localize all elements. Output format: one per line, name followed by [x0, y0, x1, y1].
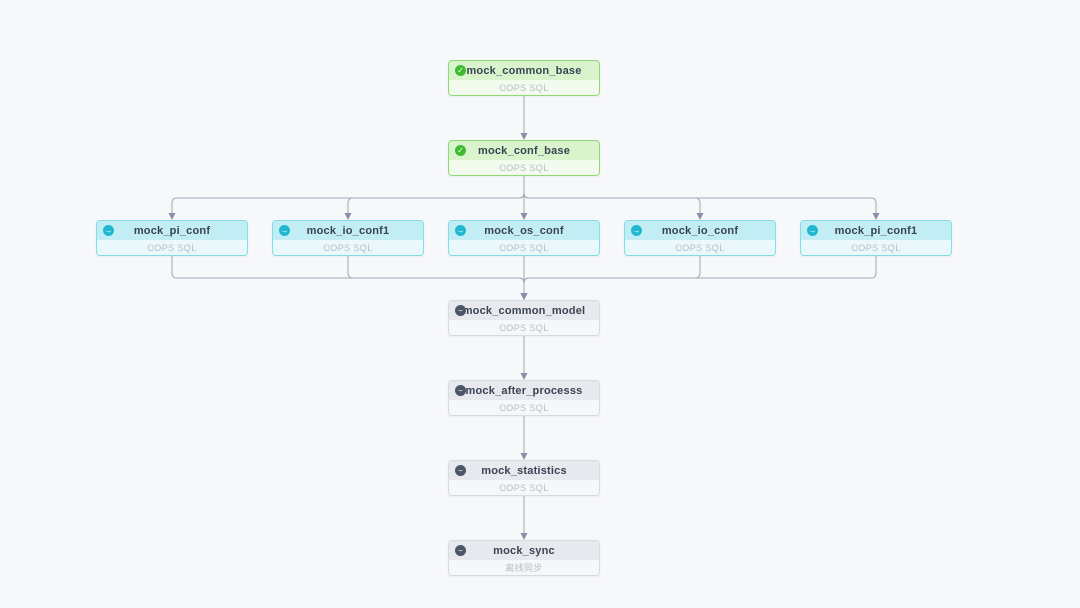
node-header: − mock_after_processs — [449, 381, 599, 400]
node-header: → mock_pi_conf1 — [801, 221, 951, 240]
dag-node-mock_sync[interactable]: − mock_sync 离线同步 — [448, 540, 600, 576]
node-header: → mock_pi_conf — [97, 221, 247, 240]
node-subtitle: ODPS SQL — [449, 400, 599, 415]
pending-minus-icon: − — [455, 305, 466, 316]
edge-arrowhead — [520, 133, 528, 140]
node-title: mock_after_processs — [465, 384, 583, 397]
edge-mock_io_conf-to-mock_common_model — [523, 256, 701, 293]
node-header: → mock_os_conf — [449, 221, 599, 240]
edge-mock_pi_conf1-to-mock_common_model — [523, 256, 877, 293]
node-title: mock_common_model — [462, 304, 586, 317]
node-header: → mock_io_conf1 — [273, 221, 423, 240]
node-header: ✓ mock_common_base — [449, 61, 599, 80]
running-arrow-icon: → — [279, 225, 290, 236]
edge-arrowhead — [520, 293, 528, 300]
running-arrow-icon: → — [631, 225, 642, 236]
node-header: − mock_sync — [449, 541, 599, 560]
dag-node-mock_statistics[interactable]: − mock_statistics ODPS SQL — [448, 460, 600, 496]
node-title: mock_statistics — [481, 464, 567, 477]
node-subtitle: ODPS SQL — [449, 480, 599, 495]
node-title: mock_pi_conf1 — [834, 224, 918, 237]
dag-node-mock_common_model[interactable]: − mock_common_model ODPS SQL — [448, 300, 600, 336]
node-subtitle: 离线同步 — [449, 560, 599, 575]
edge-arrowhead — [872, 213, 880, 220]
dag-node-mock_after_processs[interactable]: − mock_after_processs ODPS SQL — [448, 380, 600, 416]
node-subtitle: ODPS SQL — [97, 240, 247, 255]
success-check-icon: ✓ — [455, 145, 466, 156]
running-arrow-icon: → — [807, 225, 818, 236]
dag-node-mock_common_base[interactable]: ✓ mock_common_base ODPS SQL — [448, 60, 600, 96]
node-header: − mock_statistics — [449, 461, 599, 480]
node-header: ✓ mock_conf_base — [449, 141, 599, 160]
edge-mock_conf_base-to-mock_io_conf — [523, 176, 701, 213]
node-subtitle: ODPS SQL — [449, 240, 599, 255]
node-title: mock_io_conf1 — [306, 224, 390, 237]
edge-mock_conf_base-to-mock_io_conf1 — [347, 176, 525, 213]
node-subtitle: ODPS SQL — [273, 240, 423, 255]
dag-node-mock_os_conf[interactable]: → mock_os_conf ODPS SQL — [448, 220, 600, 256]
success-check-icon: ✓ — [455, 65, 466, 76]
dag-node-mock_pi_conf1[interactable]: → mock_pi_conf1 ODPS SQL — [800, 220, 952, 256]
node-title: mock_pi_conf — [133, 224, 211, 237]
pending-minus-icon: − — [455, 465, 466, 476]
node-header: → mock_io_conf — [625, 221, 775, 240]
dag-node-mock_pi_conf[interactable]: → mock_pi_conf ODPS SQL — [96, 220, 248, 256]
node-title: mock_conf_base — [477, 144, 571, 157]
dag-node-mock_io_conf1[interactable]: → mock_io_conf1 ODPS SQL — [272, 220, 424, 256]
edge-arrowhead — [520, 453, 528, 460]
edge-arrowhead — [168, 213, 176, 220]
edge-mock_conf_base-to-mock_pi_conf1 — [523, 176, 877, 213]
node-title: mock_os_conf — [484, 224, 564, 237]
node-title: mock_io_conf — [661, 224, 739, 237]
node-subtitle: ODPS SQL — [449, 320, 599, 335]
node-subtitle: ODPS SQL — [801, 240, 951, 255]
edge-arrowhead — [520, 533, 528, 540]
running-arrow-icon: → — [103, 225, 114, 236]
running-arrow-icon: → — [455, 225, 466, 236]
pending-minus-icon: − — [455, 385, 466, 396]
edge-arrowhead — [344, 213, 352, 220]
edge-mock_io_conf1-to-mock_common_model — [347, 256, 525, 293]
edge-arrowhead — [696, 213, 704, 220]
edge-arrowhead — [520, 213, 528, 220]
node-subtitle: ODPS SQL — [449, 80, 599, 95]
node-header: − mock_common_model — [449, 301, 599, 320]
node-title: mock_sync — [493, 544, 555, 557]
node-subtitle: ODPS SQL — [625, 240, 775, 255]
dag-node-mock_io_conf[interactable]: → mock_io_conf ODPS SQL — [624, 220, 776, 256]
pending-minus-icon: − — [455, 545, 466, 556]
edge-arrowhead — [520, 373, 528, 380]
dag-node-mock_conf_base[interactable]: ✓ mock_conf_base ODPS SQL — [448, 140, 600, 176]
node-title: mock_common_base — [466, 64, 582, 77]
node-subtitle: ODPS SQL — [449, 160, 599, 175]
